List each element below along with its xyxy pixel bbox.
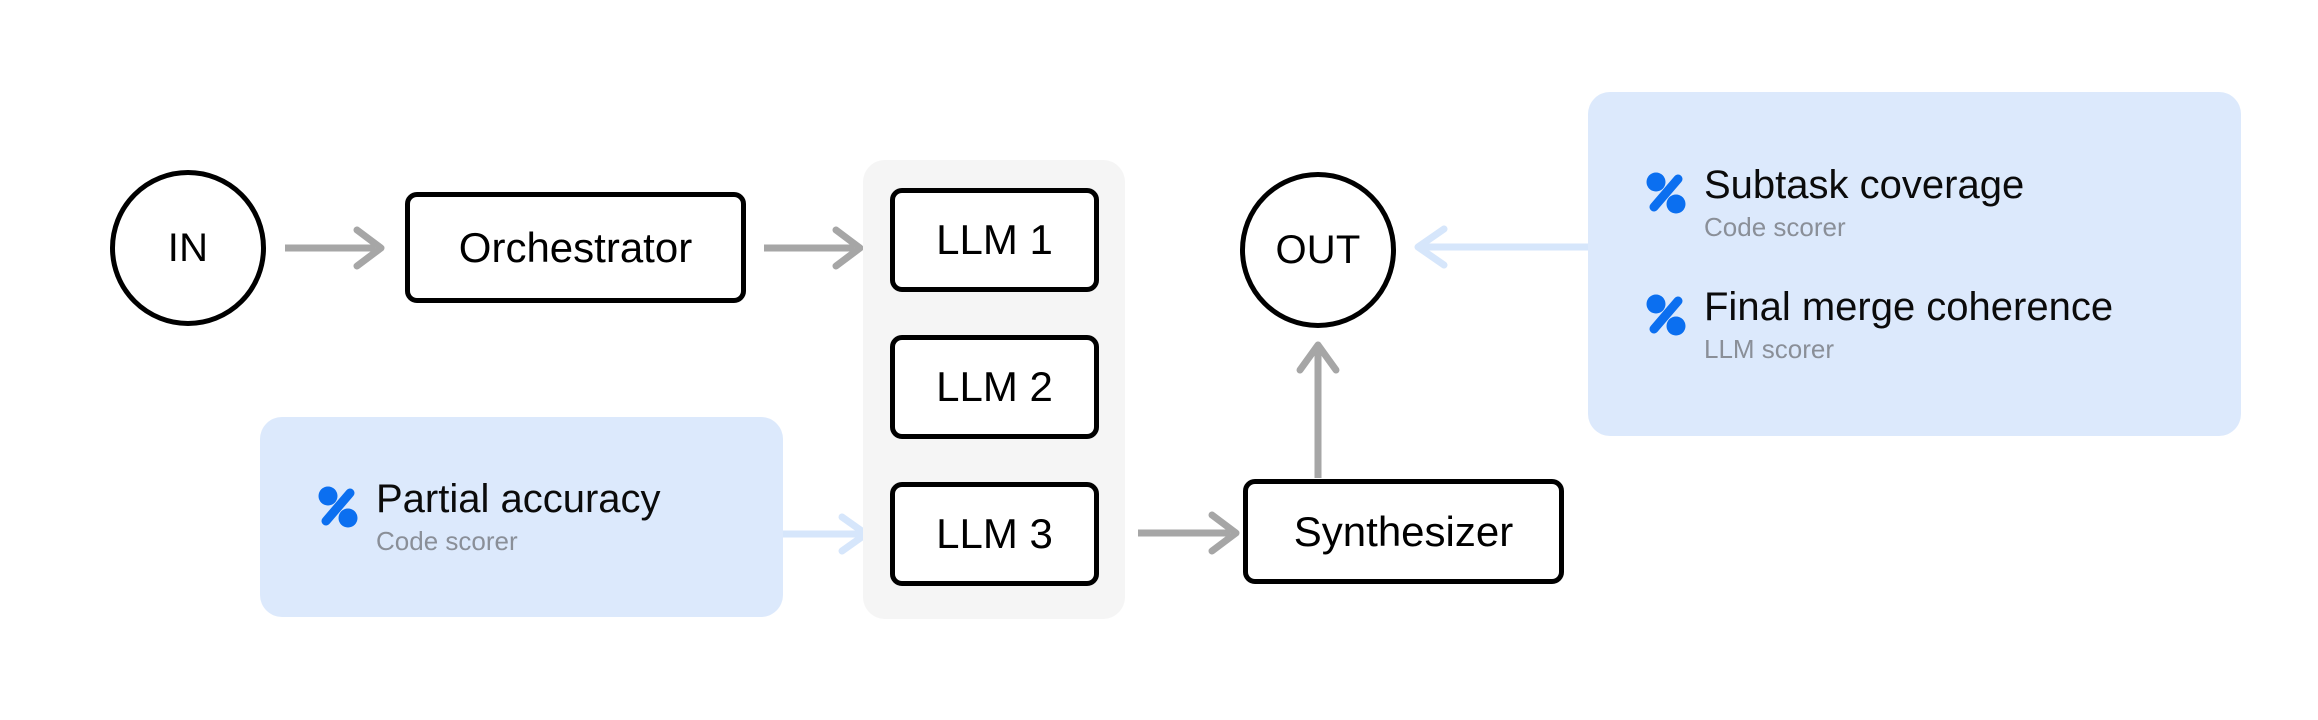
node-orchestrator[interactable]: Orchestrator	[405, 192, 746, 303]
llm-stack-item-3[interactable]: LLM 3	[890, 482, 1099, 586]
scorer-text-block: Partial accuracy Code scorer	[376, 477, 661, 557]
connector-orchestrator-to-llm-stack	[762, 225, 870, 271]
scorer-card-left[interactable]: Partial accuracy Code scorer	[260, 417, 783, 617]
node-input-circle[interactable]: IN	[110, 170, 266, 326]
scorer-card-right[interactable]: Subtask coverage Code scorer Final merge…	[1588, 92, 2241, 436]
connector-llm3-to-synthesizer	[1136, 510, 1246, 556]
scorer-text-block: Final merge coherence LLM scorer	[1704, 285, 2113, 365]
llm-stack-item-1[interactable]: LLM 1	[890, 188, 1099, 292]
llm-stack-group: LLM 1 LLM 2 LLM 3	[863, 160, 1125, 619]
node-synthesizer-label: Synthesizer	[1293, 507, 1514, 555]
scorer-item-partial-accuracy[interactable]: Partial accuracy Code scorer	[318, 477, 783, 557]
scorer-text-block: Subtask coverage Code scorer	[1704, 163, 2024, 243]
node-input-label: IN	[167, 226, 209, 270]
node-synthesizer[interactable]: Synthesizer	[1243, 479, 1564, 584]
scorer-subtitle: Code scorer	[1704, 211, 1846, 242]
scorer-title: Partial accuracy	[376, 476, 661, 521]
node-output-circle[interactable]: OUT	[1240, 172, 1396, 328]
percent-icon	[318, 485, 358, 529]
llm-stack-item-3-label: LLM 3	[936, 510, 1053, 557]
node-orchestrator-label: Orchestrator	[458, 223, 693, 271]
scorer-title: Subtask coverage	[1704, 162, 2025, 207]
llm-stack-item-2[interactable]: LLM 2	[890, 335, 1099, 439]
scorer-item-subtask-coverage[interactable]: Subtask coverage Code scorer	[1646, 163, 2241, 243]
llm-stack-item-1-label: LLM 1	[936, 216, 1053, 263]
node-output-label: OUT	[1275, 228, 1361, 272]
connector-right-card-to-out	[1412, 224, 1588, 270]
scorer-subtitle: LLM scorer	[1704, 333, 1835, 364]
percent-icon	[1646, 171, 1686, 215]
scorer-item-final-merge-coherence[interactable]: Final merge coherence LLM scorer	[1646, 285, 2241, 365]
percent-icon	[1646, 293, 1686, 337]
llm-stack-item-2-label: LLM 2	[936, 363, 1053, 410]
connector-left-card-to-llm3	[778, 512, 874, 556]
scorer-subtitle: Code scorer	[376, 525, 518, 556]
scorer-title: Final merge coherence	[1704, 285, 2114, 329]
connector-in-to-orchestrator	[283, 225, 391, 271]
connector-synthesizer-to-out	[1295, 340, 1341, 480]
